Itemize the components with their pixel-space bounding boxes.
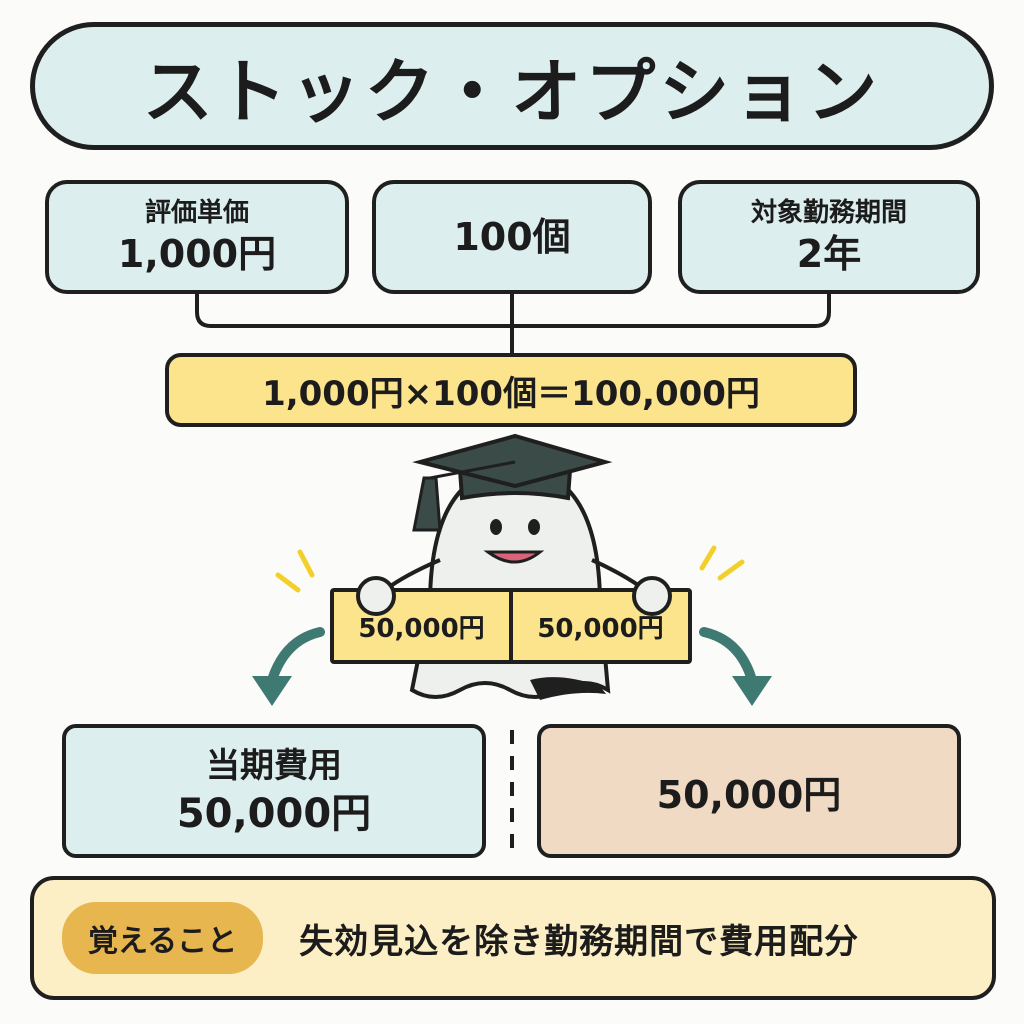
next-period-value: 50,000円 [656, 772, 842, 817]
arrow-head-left [252, 676, 292, 706]
memo-badge: 覚えること [62, 902, 264, 974]
cap-tassel [412, 476, 442, 532]
formula-box: 1,000円×100個＝100,000円 [165, 353, 857, 427]
current-period-value: 50,000円 [176, 791, 372, 837]
ghost-right-hand [632, 576, 672, 616]
title-banner: ストック・オプション [30, 22, 994, 150]
formula-text: 1,000円×100個＝100,000円 [262, 373, 760, 414]
service-period-box: 対象勤務期間 2年 [678, 180, 980, 294]
memo-note: 覚えること 失効見込を除き勤務期間で費用配分 [30, 876, 996, 1000]
next-period-box: 50,000円 [537, 724, 961, 858]
quantity-value: 100個 [453, 215, 571, 259]
unit-price-box: 評価単価 1,000円 [45, 180, 349, 294]
arrow-head-right [732, 676, 772, 706]
arrow-to-next-period [699, 627, 757, 685]
quantity-box: 100個 [372, 180, 652, 294]
cap-tassel-cord [429, 460, 516, 480]
split-right-amount: 50,000円 [509, 592, 688, 660]
service-period-label: 対象勤務期間 [750, 198, 907, 228]
current-period-label: 当期費用 [206, 746, 342, 786]
ghost-right-eye [528, 519, 540, 535]
page-title: ストック・オプション [142, 50, 882, 133]
service-period-value: 2年 [796, 232, 862, 276]
ghost-mouth [483, 550, 545, 564]
ghost-left-eye [490, 519, 502, 535]
sparkle-marks [275, 545, 745, 593]
input-connector [195, 294, 831, 353]
split-left-amount: 50,000円 [358, 613, 485, 644]
arrow-to-current-period [267, 627, 325, 685]
current-period-expense-box: 当期費用 50,000円 [62, 724, 486, 858]
ghost-shadow [530, 677, 606, 700]
memo-text: 失効見込を除き勤務期間で費用配分 [299, 921, 860, 962]
ghost-left-hand [356, 576, 396, 616]
unit-price-label: 評価単価 [144, 198, 249, 228]
unit-price-value: 1,000円 [117, 232, 277, 276]
